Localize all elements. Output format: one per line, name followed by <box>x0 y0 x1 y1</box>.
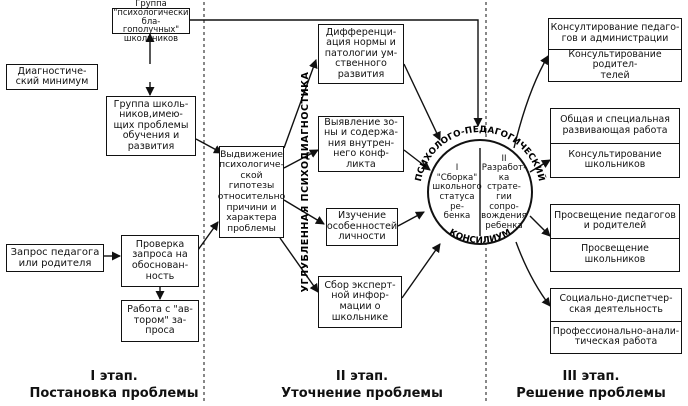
arrow-hypothesis-to-norm <box>283 59 318 149</box>
arrow-consilium-to-consult <box>513 55 549 149</box>
arrow-hypothesis-to-conflict <box>283 149 319 169</box>
hypothesis-box: Выдвижение психологиче- ской гипотезы от… <box>218 146 285 238</box>
arrow-consilium-to-enlight <box>529 215 551 237</box>
norm-pathology-box: Дифференци- ация нормы и патологии ум- с… <box>318 24 404 84</box>
arrow-hypothesis-to-personality <box>283 199 325 225</box>
arrow-consilium-to-social <box>515 241 551 307</box>
check-request-box: Проверка запроса на обоснован- ность <box>121 235 199 287</box>
development-group: Общая и специальная развивающая работа К… <box>550 108 680 178</box>
consult-teachers-cell: Консултирование педаго- гов и администра… <box>550 22 680 44</box>
request-box: Запрос педагога или родителя <box>6 244 104 272</box>
consult-parents-cell: Консультирование родител- телей <box>549 48 681 81</box>
stage3-label: III этап. Решение проблемы <box>496 368 686 402</box>
developmental-work-cell: Общая и специальная развивающая работа <box>560 114 670 136</box>
problem-group-box: Группа школь- ников,имею- щих проблемы о… <box>106 96 196 156</box>
arrow-personality-to-consilium <box>397 211 425 227</box>
arrow-norm-to-consilium <box>403 63 441 141</box>
arrow-group-to-consilium <box>190 19 483 127</box>
expert-info-box: Сбор эксперт- ной инфор- мации о школьни… <box>318 276 402 328</box>
stage2-number: II этап. <box>335 369 389 384</box>
stage1-label: I этап. Постановка проблемы <box>14 368 214 402</box>
stage1-number: I этап. <box>90 369 138 384</box>
consult-students-cell: Консультирование школьников <box>551 142 679 178</box>
healthy-group-box: Группа "психологически бла- гополучных" … <box>112 0 190 44</box>
arrow-consilium-to-develop <box>529 159 551 173</box>
consilium-left-half: I "Сборка" школьного статуса ре- бенка <box>432 156 482 230</box>
consulting-group: Консултирование педаго- гов и администра… <box>548 18 682 82</box>
consilium-right-half: II Разработ- ка страте- гии сопро- вожде… <box>481 154 527 232</box>
inner-conflict-box: Выявление зо- ны и содержа- ния внутрен-… <box>318 116 404 172</box>
stage2-label: II этап. Уточнение проблемы <box>262 368 462 402</box>
stage2-title: Уточнение проблемы <box>281 386 443 401</box>
arrow-hypothesis-to-expert <box>279 237 319 293</box>
arrow-conflict-to-consilium <box>403 149 431 171</box>
enlight-students-cell: Просвещение школьников <box>551 237 679 272</box>
arrow-problem-group-to-hypothesis <box>195 138 223 154</box>
stage3-number: III этап. <box>562 369 620 384</box>
consilium-right-numeral: II <box>501 153 507 164</box>
deep-diagnostics-label: УГЛУБЛЕННАЯ ПСИХОДИАГНОСТИКА <box>300 72 311 293</box>
consilium-left-text: "Сборка" школьного статуса ре- бенка <box>432 172 482 222</box>
arrow-check-to-hypothesis <box>197 221 219 251</box>
work-request-box: Работа с "ав- тором" за- проса <box>121 300 199 342</box>
stage3-title: Решение проблемы <box>516 386 666 401</box>
stage1-title: Постановка проблемы <box>29 386 199 401</box>
consilium-right-text: Разработ- ка страте- гии сопро- вождения… <box>481 163 527 231</box>
enlight-teachers-cell: Просвещение педагогов и родителей <box>554 209 676 232</box>
professional-analytics-cell: Профессионально-анали- тическая работа <box>551 320 681 354</box>
consilium-left-numeral: I <box>455 163 459 174</box>
enlightenment-group: Просвещение педагогов и родителей Просве… <box>550 204 680 272</box>
social-group: Социально-диспетчер- ская деятельность П… <box>550 288 682 354</box>
diagnostic-minimum-box: Диагностиче- ский минимум <box>6 64 98 90</box>
arrow-expert-to-consilium <box>401 243 441 299</box>
personality-box: Изучение особенностей личности <box>326 208 398 246</box>
social-dispatch-cell: Социально-диспетчер- ская деятельность <box>559 293 673 315</box>
